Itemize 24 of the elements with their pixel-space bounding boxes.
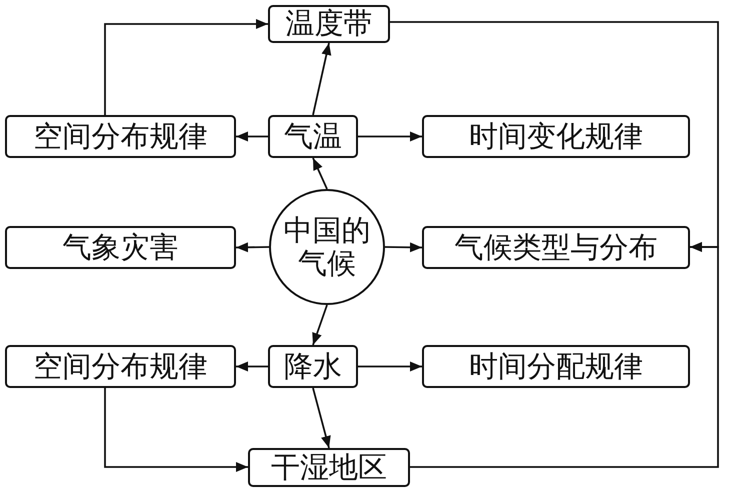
arrow xyxy=(312,158,328,190)
concept-box: 空间分布规律 xyxy=(5,345,236,388)
arrow xyxy=(312,304,328,346)
arrow xyxy=(384,242,422,252)
arrow xyxy=(104,19,268,115)
arrow xyxy=(358,132,422,142)
concept-box: 气温 xyxy=(268,115,358,158)
topic-circle: 中国的气候 xyxy=(269,189,385,305)
arrow xyxy=(410,242,719,468)
arrow xyxy=(104,388,248,472)
concept-box: 时间变化规律 xyxy=(422,115,690,158)
concept-box: 气象灾害 xyxy=(5,226,236,269)
arrow xyxy=(358,362,422,372)
concept-box: 干湿地区 xyxy=(248,448,410,487)
concept-box: 气候类型与分布 xyxy=(422,226,690,269)
arrow xyxy=(236,362,268,372)
arrow xyxy=(312,388,331,448)
arrow xyxy=(236,242,270,252)
arrow xyxy=(236,132,268,142)
concept-box: 温度带 xyxy=(268,5,390,43)
concept-box: 空间分布规律 xyxy=(5,115,236,158)
arrow xyxy=(312,42,332,116)
concept-box: 降水 xyxy=(268,345,358,388)
concept-box: 时间分配规律 xyxy=(422,345,690,388)
